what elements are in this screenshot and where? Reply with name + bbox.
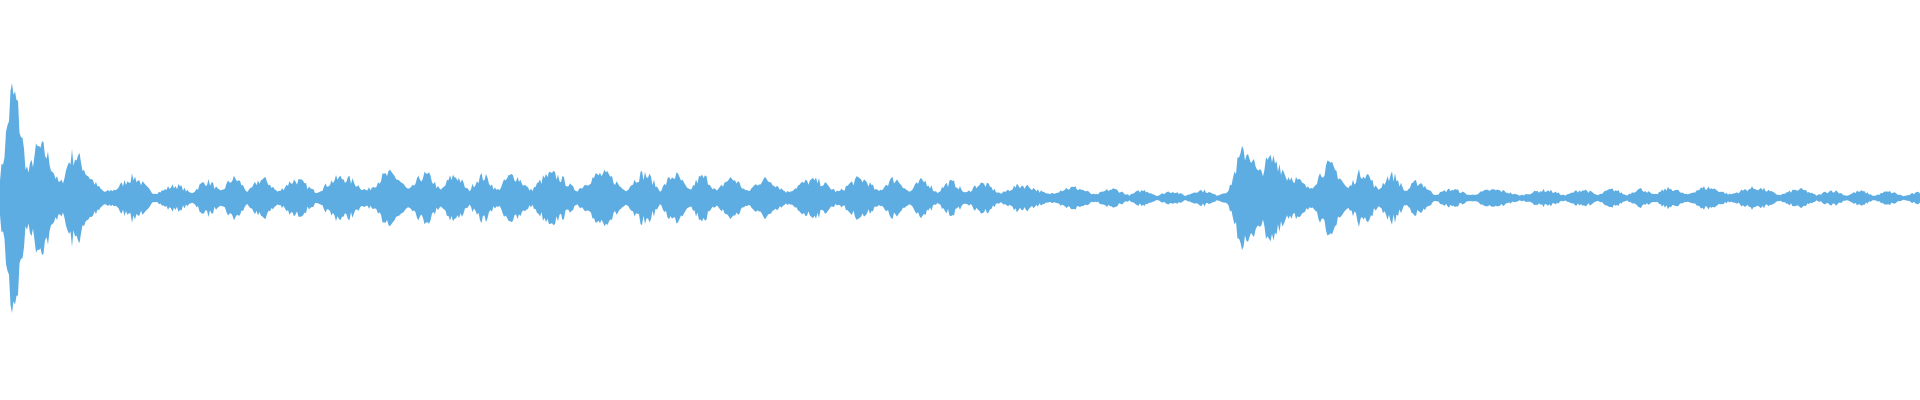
waveform-bars (0, 83, 1920, 313)
waveform-center-line (0, 197, 1920, 199)
